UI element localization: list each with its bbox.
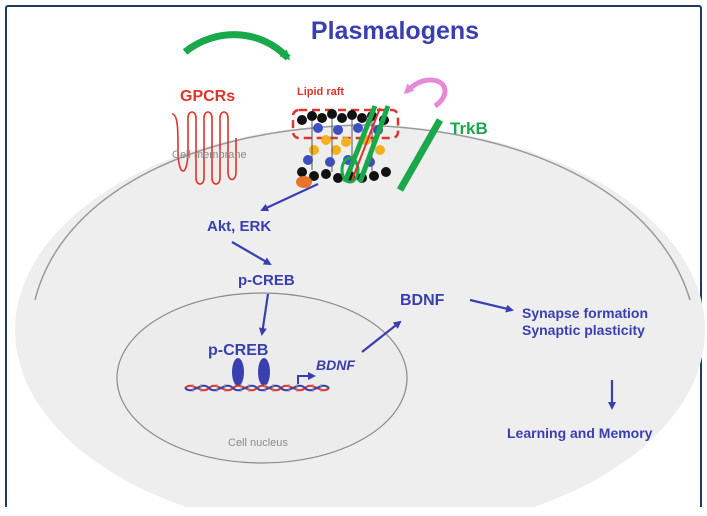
learning-memory-label: Learning and Memory: [507, 425, 653, 441]
cell-membrane-label: Cell membrane: [172, 149, 247, 161]
trkb-receptor: [396, 118, 444, 192]
pcreb-bound-2: [258, 358, 270, 386]
synaptic-plasticity-label: Synaptic plasticity: [522, 322, 645, 338]
cell-nucleus-label: Cell nucleus: [228, 437, 288, 449]
title: Plasmalogens: [311, 17, 479, 45]
arrow-gene-to-protein: [361, 320, 402, 353]
arrow-akt-to-pcreb: [231, 241, 272, 266]
synapse-formation-label: Synapse formation: [522, 305, 648, 321]
trkb-raft-bar-1: [342, 105, 378, 183]
arrow-bdnf-to-synapse: [469, 298, 514, 313]
green-curved-arrow: [182, 31, 291, 61]
lipid-raft-label: Lipid raft: [297, 86, 344, 98]
arrow-pcreb-into-nucleus: [258, 293, 270, 336]
pink-curved-arrow: [403, 77, 448, 109]
arrow-raft-to-akt: [260, 183, 319, 212]
trkb-raft-bar-2: [357, 105, 391, 183]
gpcr-receptor: [171, 111, 237, 185]
bdnf-gene-label: BDNF: [316, 357, 355, 373]
akt-erk-label: Akt, ERK: [207, 218, 271, 235]
transcription-start-arrow: [297, 372, 316, 384]
trkb-label: TrkB: [450, 119, 488, 138]
bdnf-protein-label: BDNF: [400, 292, 445, 309]
dna-helix: [184, 384, 330, 392]
trkb-raft-bar-3: [351, 107, 381, 181]
gpcrs-label: GPCRs: [180, 88, 235, 105]
pcreb-bound-1: [232, 358, 244, 386]
pcreb-cytoplasm-label: p-CREB: [238, 272, 295, 289]
pcreb-nucleus-label: p-CREB: [208, 342, 268, 359]
